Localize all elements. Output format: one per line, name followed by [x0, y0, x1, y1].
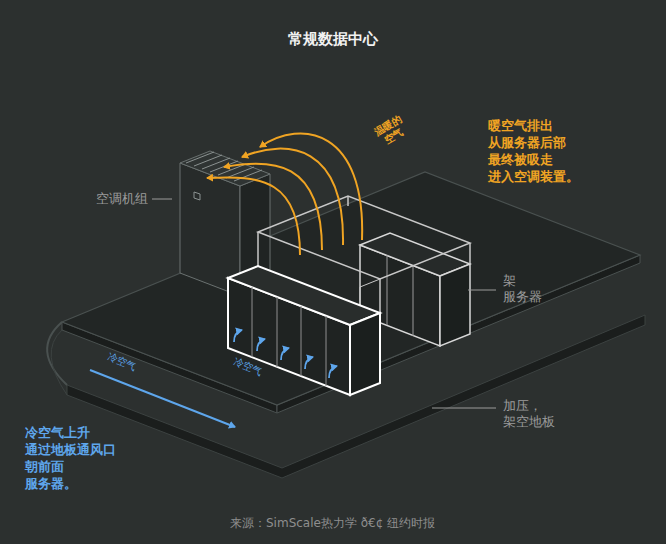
server-rack-front — [228, 266, 380, 395]
leader-lines — [152, 199, 496, 408]
raised-floor-label: 加压， 架空地板 — [503, 398, 555, 431]
raised-floor — [62, 172, 640, 413]
diagram-title: 常规数据中心 — [288, 30, 378, 49]
warm-air-note: 暖空气排出 从服务器后部 最终被吸走 进入空调装置。 — [488, 118, 579, 186]
warm-air-label: 温暖的 空气 — [372, 113, 409, 148]
ac-unit-label: 空调机组 — [96, 191, 148, 207]
warm-air-arrows — [207, 134, 362, 255]
server-rack-label: 架 服务器 — [503, 273, 542, 306]
plenum-airflow — [90, 370, 235, 427]
source-caption: 来源：SimScale热力学 ð€¢ 纽约时报 — [230, 515, 435, 532]
cold-air-note: 冷空气上升 通过地板通风口 朝前面 服务器。 — [25, 425, 116, 493]
